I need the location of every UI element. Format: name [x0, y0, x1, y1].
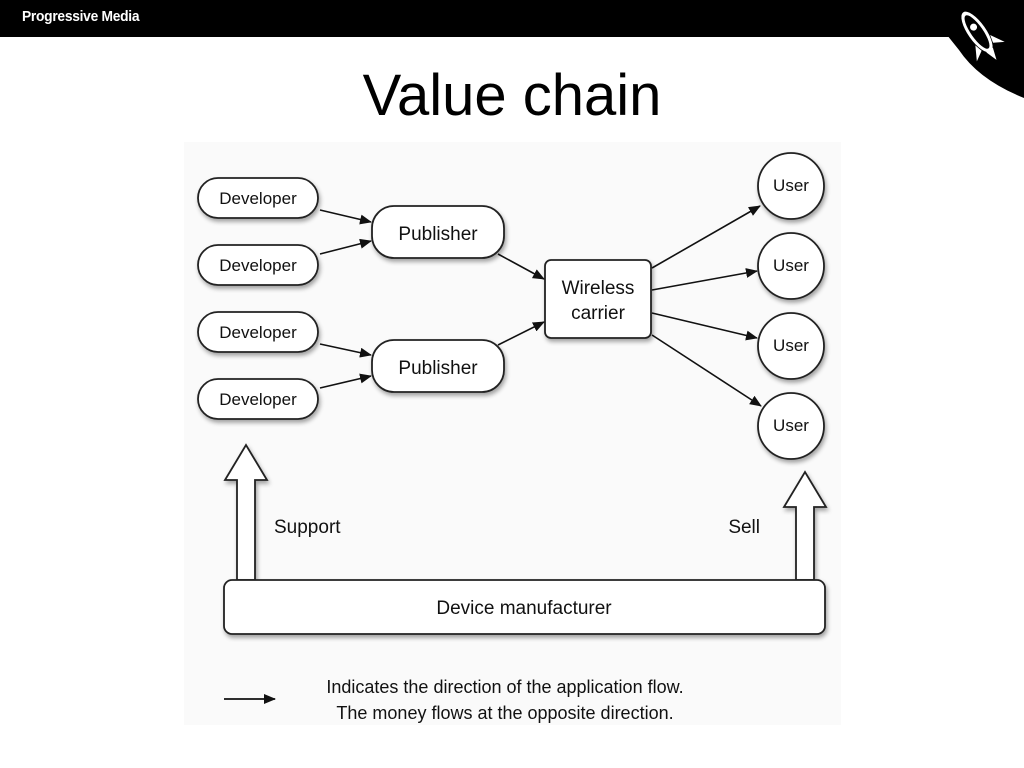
svg-text:carrier: carrier — [571, 303, 626, 324]
top-bar: Progressive Media — [0, 0, 1024, 37]
diagram-background — [184, 142, 841, 725]
svg-text:Developer: Developer — [219, 189, 297, 208]
support-label: Support — [274, 517, 341, 538]
user-node-3: User — [757, 312, 825, 380]
developer-node-2: Developer — [197, 244, 319, 286]
svg-text:Developer: Developer — [219, 390, 297, 409]
arrow-dev2-pub1 — [319, 238, 372, 255]
arrow-dev1-pub1 — [319, 209, 372, 225]
svg-text:User: User — [773, 416, 809, 435]
svg-text:User: User — [773, 336, 809, 355]
svg-text:Wireless: Wireless — [562, 278, 635, 299]
publisher-node-1: Publisher — [371, 205, 505, 259]
user-node-2: User — [757, 232, 825, 300]
sell-arrow — [782, 470, 828, 581]
publisher-node-2: Publisher — [371, 339, 505, 393]
arrow-dev4-pub2 — [319, 373, 372, 389]
brand-logo-text: Progressive Media — [22, 8, 140, 25]
svg-text:User: User — [773, 256, 809, 275]
arrow-carrier-user2 — [651, 268, 758, 291]
value-chain-diagram: Developer Developer Developer Developer … — [184, 142, 841, 725]
rocket-logo — [919, 0, 1024, 98]
user-node-1: User — [757, 152, 825, 220]
svg-text:Developer: Developer — [219, 323, 297, 342]
svg-text:Publisher: Publisher — [398, 358, 478, 379]
arrow-carrier-user4 — [651, 334, 762, 407]
sell-label: Sell — [728, 517, 760, 538]
arrow-carrier-user3 — [651, 312, 758, 341]
slide-title: Value chain — [362, 63, 662, 128]
rocket-icon — [919, 0, 1024, 98]
arrow-dev3-pub2 — [319, 343, 372, 358]
device-manufacturer-node: Device manufacturer — [223, 579, 826, 635]
user-node-4: User — [757, 392, 825, 460]
support-arrow — [223, 443, 269, 581]
svg-text:User: User — [773, 176, 809, 195]
developer-node-4: Developer — [197, 378, 319, 420]
developer-node-3: Developer — [197, 311, 319, 353]
svg-text:Device manufacturer: Device manufacturer — [436, 598, 612, 619]
legend-line-1: Indicates the direction of the applicati… — [326, 677, 684, 697]
arrow-carrier-user1 — [651, 205, 761, 269]
arrow-pub2-carrier — [497, 321, 545, 346]
legend-line-2: The money flows at the opposite directio… — [336, 703, 674, 723]
arrow-pub1-carrier — [497, 253, 545, 280]
developer-node-1: Developer — [197, 177, 319, 219]
svg-text:Developer: Developer — [219, 256, 297, 275]
svg-text:Publisher: Publisher — [398, 224, 478, 245]
wireless-carrier-node: Wireless carrier — [544, 259, 652, 339]
